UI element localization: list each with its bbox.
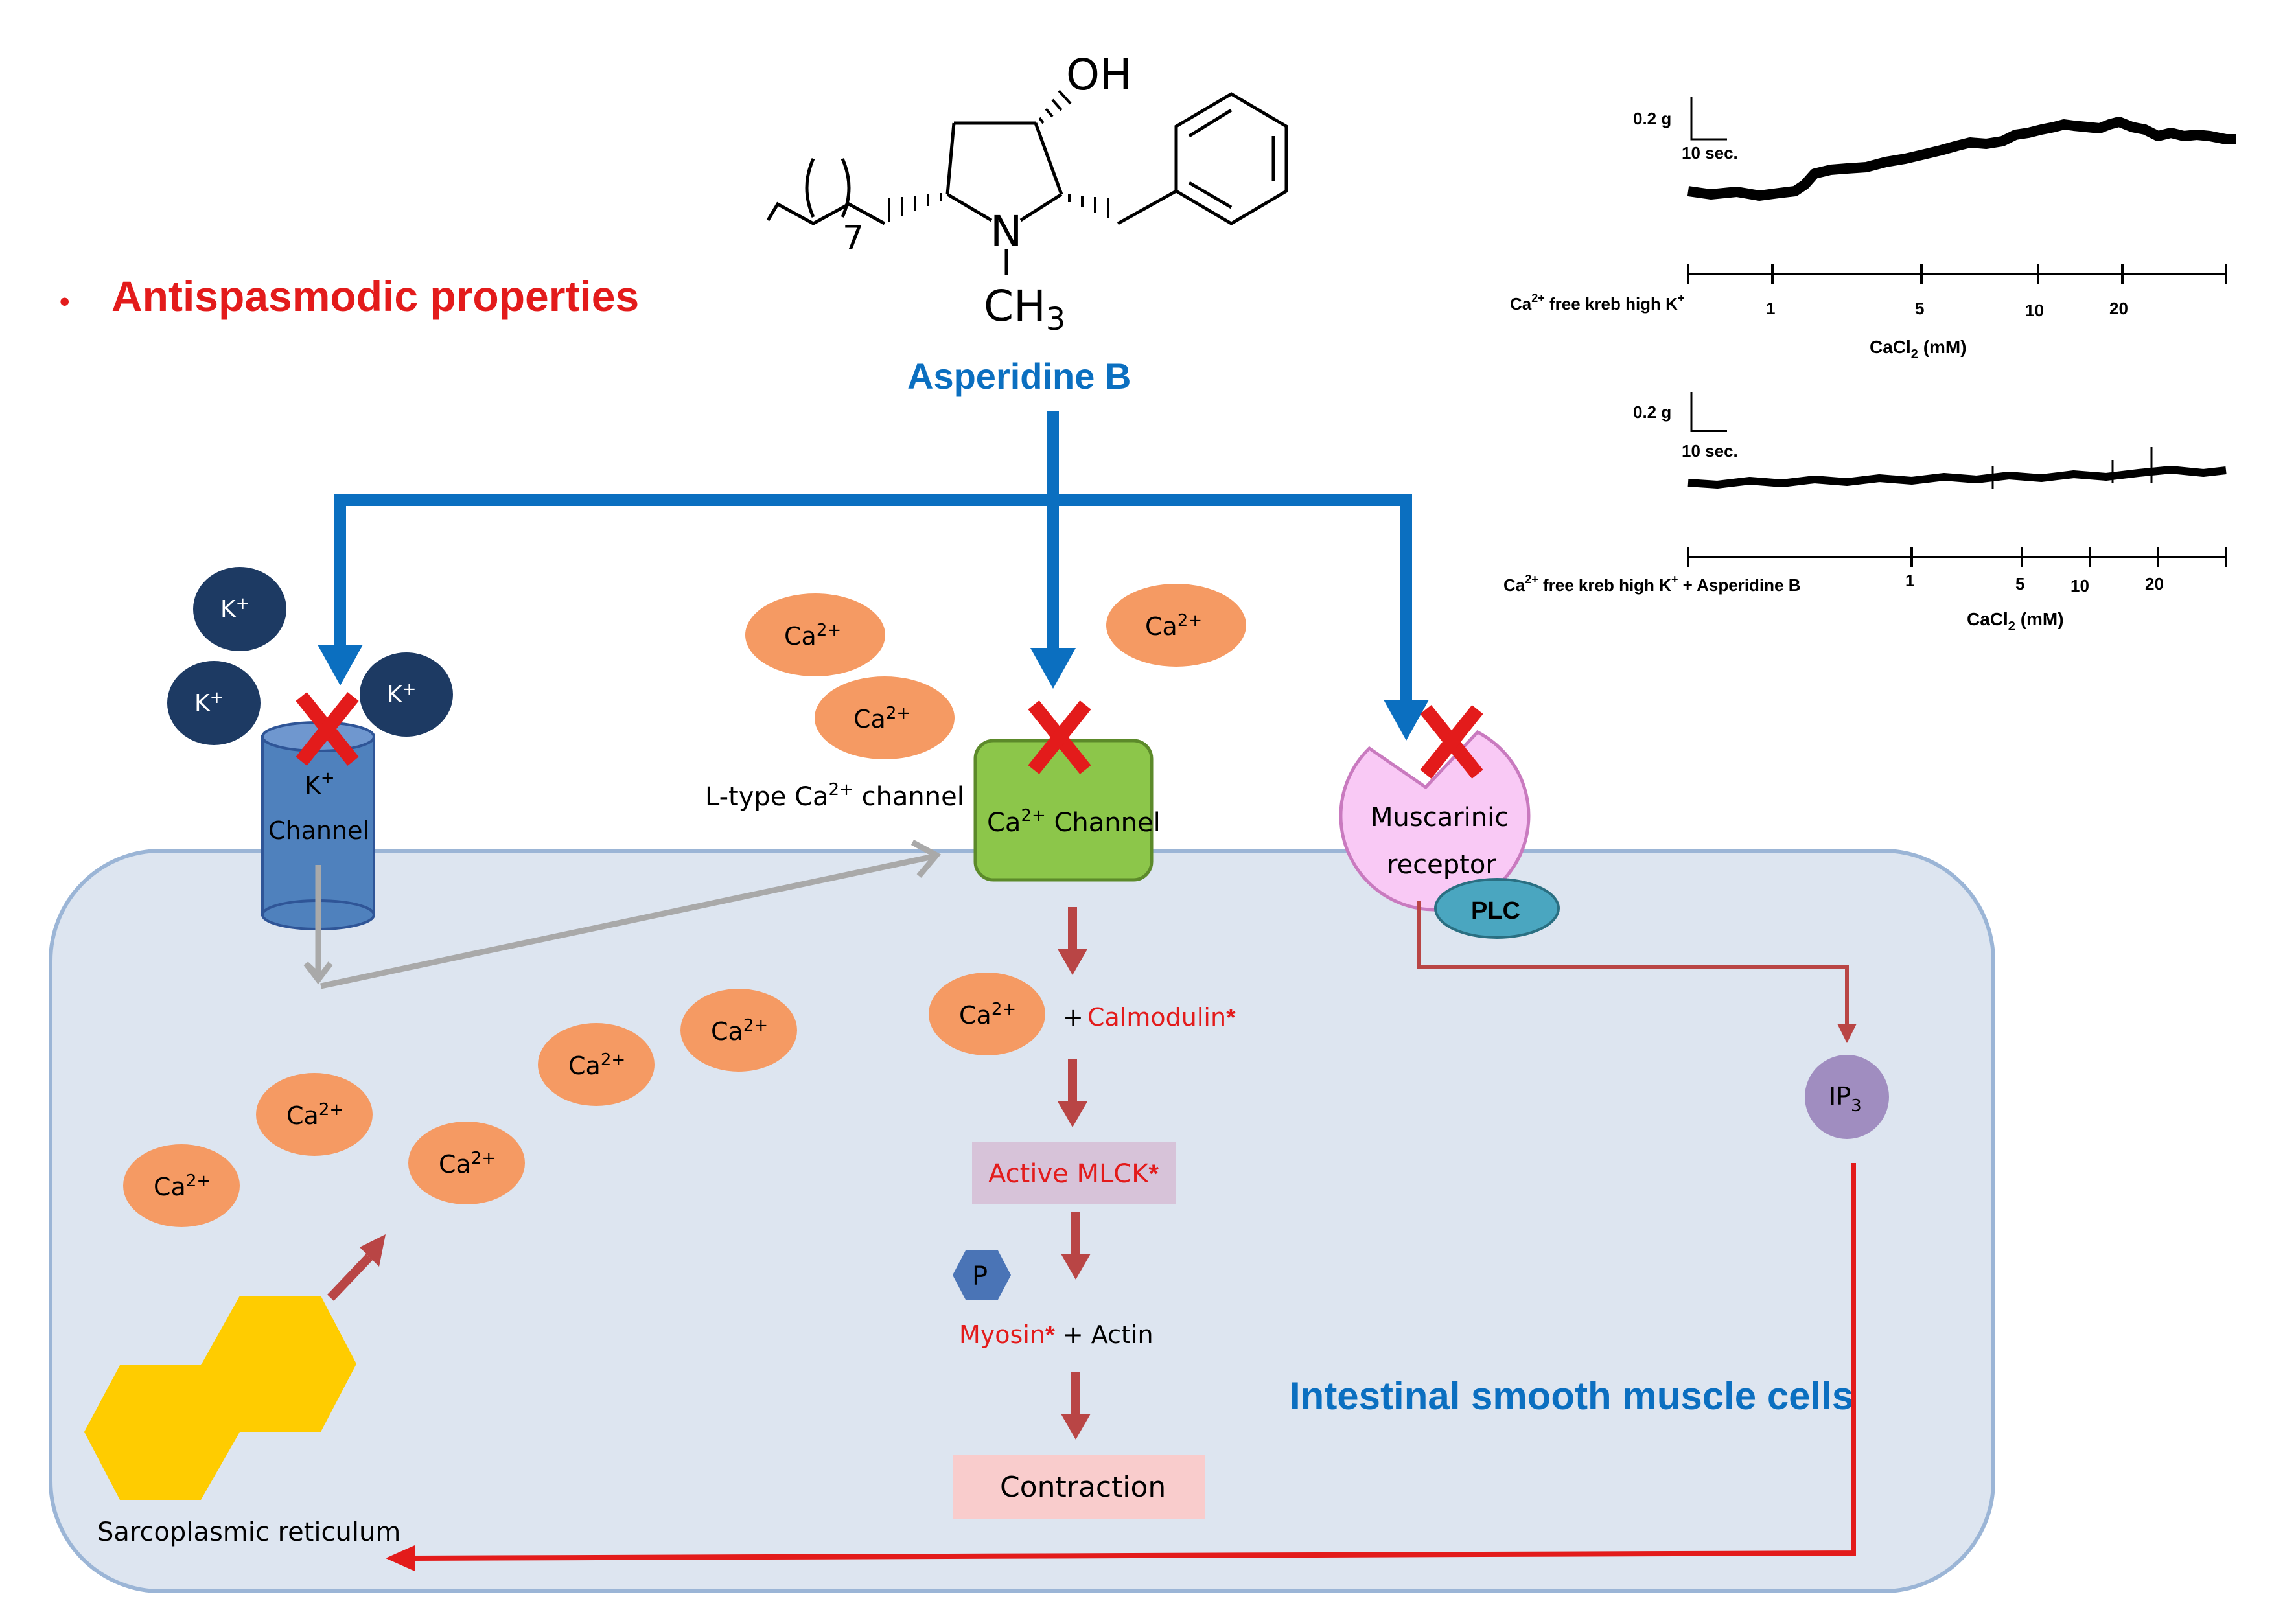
contraction-box <box>953 1455 1205 1519</box>
tick-label: 20 <box>2109 299 2128 318</box>
calmodulin-plus: + <box>1063 1003 1084 1031</box>
sr-label: Sarcoplasmic reticulum <box>97 1517 400 1547</box>
muscarinic-label-2: receptor <box>1387 850 1496 880</box>
l-type-label: L-type Ca2+ channel <box>705 780 964 812</box>
svg-text:Ca2+: Ca2+ <box>711 1016 768 1046</box>
scale-g: 0.2 g <box>1633 109 1671 128</box>
axis-label: CaCl2 (mM) <box>1870 337 1967 362</box>
ip3-label: IP3 <box>1829 1082 1862 1116</box>
svg-text:Ca2+: Ca2+ <box>1145 611 1202 641</box>
svg-text:Ca2+: Ca2+ <box>853 704 910 733</box>
scale-g: 0.2 g <box>1633 402 1671 422</box>
scale-t: 10 sec. <box>1682 441 1738 461</box>
tick-label: 5 <box>2015 574 2024 593</box>
asperidine-b-structure <box>766 89 1288 275</box>
svg-text:K+: K+ <box>194 688 224 717</box>
ca-ion: Ca2+ <box>680 989 797 1072</box>
ca-ion: Ca2+ <box>929 973 1045 1055</box>
k-ion: K+ <box>360 652 453 737</box>
cell-title: Intestinal smooth muscle cells <box>1290 1374 1853 1418</box>
axis-label: CaCl2 (mM) <box>1967 609 2064 634</box>
mlck-label: Active MLCK* <box>988 1159 1159 1189</box>
ca-ion: Ca2+ <box>123 1144 240 1227</box>
plc-to-ip3-line <box>1417 901 1849 1030</box>
mlck-box <box>972 1142 1176 1204</box>
ca-ion: Ca2+ <box>1106 584 1246 667</box>
depolarization-arrowhead <box>303 961 333 985</box>
ca-ion: Ca2+ <box>408 1122 525 1204</box>
headline-bullet: • <box>60 286 69 317</box>
n-label: N <box>990 207 1022 257</box>
k-channel-label-1: K+ <box>305 768 335 800</box>
arrowhead-muscarinic <box>1384 700 1429 741</box>
phosphate-label: P <box>972 1261 988 1291</box>
hashed-bond-benzyl <box>1068 194 1109 218</box>
hashed-bond-oh <box>1038 89 1072 124</box>
scale-bar <box>1690 97 1727 141</box>
tick-label: 5 <box>1915 299 1924 318</box>
svg-text:Ca2+: Ca2+ <box>286 1100 343 1130</box>
tick-label: 10 <box>2025 301 2044 320</box>
block-x-icon <box>296 692 359 766</box>
ch3-label: CH3 <box>984 281 1065 338</box>
pathway-arrowheads <box>360 949 1091 1440</box>
ca-channel-label: Ca2+ Channel <box>987 806 1161 838</box>
headline: • Antispasmodic properties <box>60 272 639 320</box>
myosin-actin-label: Myosin* + Actin <box>959 1320 1154 1349</box>
force-trace <box>1687 117 2236 201</box>
condition-label: Ca2+ free kreb high K+ + Asperidine B <box>1503 573 1801 595</box>
k-ion: K+ <box>193 567 286 651</box>
ca-ion: Ca2+ <box>256 1073 373 1156</box>
ca-ion: Ca2+ <box>745 593 885 676</box>
muscarinic-label-1: Muscarinic <box>1371 803 1509 833</box>
tick-label: 1 <box>1766 299 1775 318</box>
tick-label: 10 <box>2070 576 2089 595</box>
svg-text:Ca2+: Ca2+ <box>959 1000 1016 1030</box>
repeat-count: 7 <box>842 219 864 258</box>
trace-panel-top: 0.2 g 10 sec. 1 5 10 20 Ca2+ free kreb h… <box>1510 97 2236 362</box>
inhibition-arrows <box>334 411 1412 703</box>
ip3 <box>1805 1055 1889 1139</box>
svg-text:Ca2+: Ca2+ <box>154 1171 211 1201</box>
oh-label: OH <box>1066 50 1132 100</box>
ca-ion: Ca2+ <box>815 676 955 759</box>
sarcoplasmic-reticulum <box>84 1296 356 1500</box>
svg-text:Ca2+: Ca2+ <box>439 1149 496 1179</box>
k-channel-label-2: Channel <box>268 816 369 845</box>
svg-text:K+: K+ <box>220 594 249 623</box>
trace-panel-bottom: 0.2 g 10 sec. 1 5 10 20 Ca2+ free kreb h… <box>1503 392 2227 634</box>
tick-label: 20 <box>2145 574 2164 593</box>
scale-bar <box>1690 392 1727 432</box>
pathway-arrows <box>327 907 1080 1417</box>
molecule-name: Asperidine B <box>907 356 1131 397</box>
svg-text:Ca2+: Ca2+ <box>784 621 841 651</box>
hashed-bond-alkyl <box>888 193 942 222</box>
block-x-icon <box>1420 705 1483 779</box>
headline-text: Antispasmodic properties <box>111 272 639 320</box>
condition-label: Ca2+ free kreb high K+ <box>1510 292 1684 314</box>
plc-to-ip3-arrowhead <box>1837 1024 1857 1043</box>
scale-t: 10 sec. <box>1682 143 1738 163</box>
plc-label: PLC <box>1471 897 1520 925</box>
k-ion: K+ <box>167 661 261 745</box>
tick-label: 1 <box>1905 571 1914 590</box>
block-x-icon <box>1028 700 1091 774</box>
svg-text:Ca2+: Ca2+ <box>568 1050 625 1080</box>
ip3-to-sr-line <box>408 1163 1856 1561</box>
arrowhead-k-channel <box>318 645 363 685</box>
contraction-label: Contraction <box>1000 1471 1166 1504</box>
ip3-to-sr-arrowhead <box>386 1545 415 1571</box>
ca-ion: Ca2+ <box>538 1023 655 1106</box>
depolarization-arrowhead <box>910 840 942 878</box>
plc <box>1434 878 1560 939</box>
svg-text:K+: K+ <box>387 680 416 708</box>
force-trace <box>1687 466 2227 489</box>
arrowhead-ca-channel <box>1030 648 1076 689</box>
phosphate-hexagon <box>953 1250 1011 1300</box>
calmodulin-label: Calmodulin* <box>1087 1003 1236 1031</box>
